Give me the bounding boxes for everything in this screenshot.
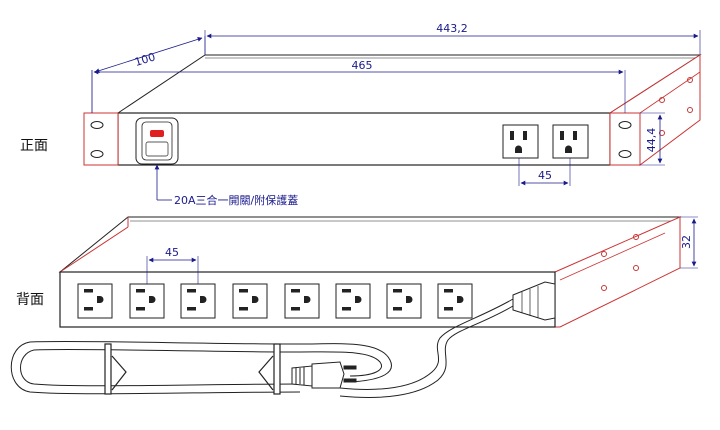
- rear-outlet: [77, 283, 113, 319]
- power-cord: [10, 298, 514, 398]
- rear-outlet: [129, 283, 165, 319]
- power-plug: [291, 361, 357, 389]
- rear-outlet: [284, 283, 320, 319]
- power-switch: [135, 117, 179, 165]
- switch-note: 20A三合一開關/附保護蓋: [174, 193, 298, 207]
- switch-indicator-light: [150, 130, 164, 137]
- dim-rear-outlet-pitch: 45: [165, 246, 179, 259]
- front-left-ear: [83, 112, 119, 166]
- dim-depth: 100: [133, 50, 157, 69]
- dim-front-outlet-pitch: 45: [538, 169, 552, 182]
- rear-outlet: [180, 283, 216, 319]
- dim-overall-length: 443,2: [436, 22, 468, 35]
- front-top-surface: [116, 54, 702, 114]
- dim-mount-length: 465: [352, 59, 373, 72]
- rear-outlet: [437, 283, 473, 319]
- rear-outlet: [335, 283, 371, 319]
- rear-outlet: [232, 283, 268, 319]
- dim-height: 44,4: [645, 128, 658, 153]
- front-outlet: [502, 124, 539, 159]
- cable-tie: [104, 343, 281, 395]
- back-view-label: 背面: [16, 292, 44, 308]
- front-outlet: [552, 124, 589, 159]
- cord-strain-relief: [512, 281, 556, 321]
- back-view: 45 32 背面: [10, 216, 698, 398]
- rear-outlet: [386, 283, 422, 319]
- front-view-label: 正面: [20, 138, 48, 154]
- dim-rear-flange: 32: [680, 235, 693, 249]
- front-view: 443,2 100 465 44,4 45 20A三合一開關/附保護蓋 正面: [20, 22, 702, 207]
